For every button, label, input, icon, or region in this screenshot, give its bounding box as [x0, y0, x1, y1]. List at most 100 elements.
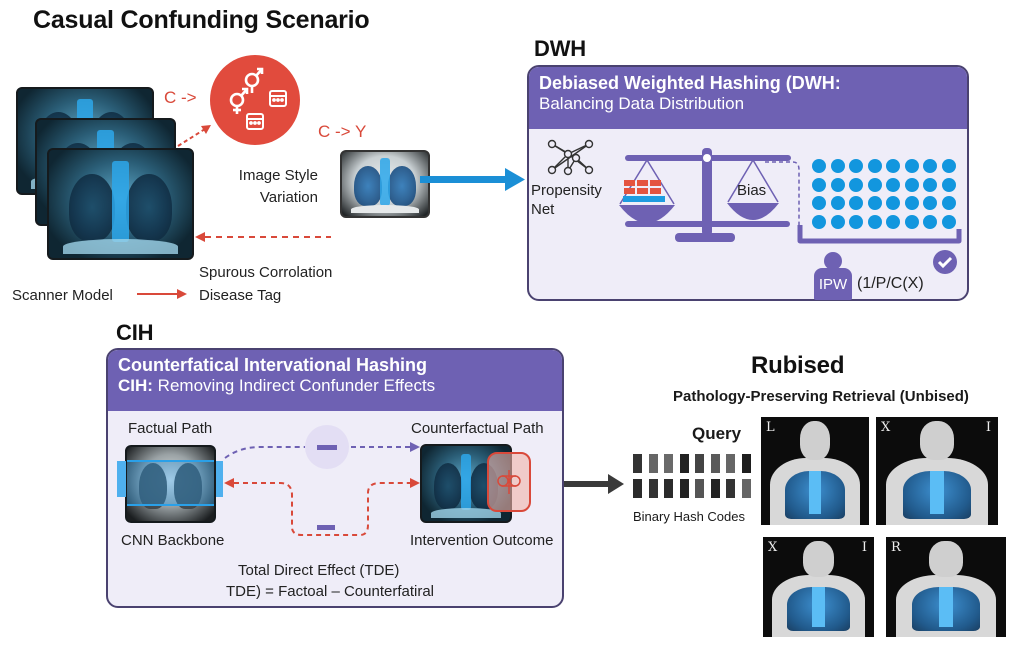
- sample-dot: [923, 196, 937, 210]
- retrieved-image[interactable]: R: [886, 537, 1006, 637]
- hash-bit: [633, 454, 642, 473]
- dot-grid-tray: [797, 225, 962, 244]
- query-label: Query: [692, 424, 742, 443]
- sample-dot: [830, 196, 845, 210]
- retrieved-image[interactable]: L: [761, 417, 869, 525]
- hash-bit: [726, 454, 735, 473]
- hash-bit: [741, 454, 751, 473]
- disease-tag-label: Disease Tag: [199, 287, 282, 304]
- propensity-net-icon: [547, 139, 594, 176]
- tde-formula: TDE) = Factoal – Counterfatiral: [226, 583, 435, 600]
- sample-dot: [867, 159, 882, 173]
- arrow-to-retrieval: [564, 474, 624, 494]
- cih-paths: [224, 425, 420, 536]
- gender-icon: [229, 87, 249, 114]
- hash-bit: [633, 479, 642, 498]
- sample-dot: [941, 159, 956, 173]
- sample-dot: [941, 214, 956, 229]
- xray-factual: [125, 445, 216, 523]
- image-corner-label: I: [861, 540, 867, 555]
- weight-blocks-icon: [624, 180, 661, 194]
- sample-dot: [867, 214, 882, 229]
- sample-dot: [904, 214, 919, 229]
- sample-dot: [849, 196, 863, 210]
- minus-icon: [317, 445, 337, 450]
- xray-outcome: [340, 150, 430, 218]
- cih-panel: Counterfatical Intervational Hashing CIH…: [106, 348, 564, 608]
- scanner-model-label: Scanner Model: [12, 287, 113, 304]
- retrieval-title: Rubised: [751, 352, 845, 379]
- hash-codes-label: Binary Hash Codes: [633, 509, 745, 524]
- sample-dot: [904, 177, 919, 192]
- image-corner-label: I: [985, 420, 991, 435]
- hash-bit: [695, 454, 704, 473]
- xray-stack-front: [47, 148, 194, 260]
- balance-scale-icon: [619, 148, 791, 242]
- ipw-weight-icon: IPW: [812, 252, 854, 300]
- retrieval-subtitle: Pathology-Preserving Retrieval (Unbised): [673, 388, 969, 405]
- sample-dot: [830, 159, 845, 173]
- confounder-circle: [210, 55, 300, 145]
- cih-section-label: CIH: [116, 320, 154, 345]
- cih-header-title: Counterfatical Intervational Hashing: [118, 355, 428, 375]
- cih-header: Counterfatical Intervational Hashing CIH…: [108, 350, 562, 411]
- hash-bit: [648, 454, 658, 473]
- sample-dot: [904, 159, 919, 173]
- sample-dot: [830, 177, 845, 192]
- sample-dot: [812, 177, 826, 192]
- gender-icon: [244, 67, 264, 93]
- sample-dot: [812, 214, 826, 229]
- sample-dot: [886, 196, 900, 210]
- sample-dot: [923, 177, 937, 192]
- c-arrow-label: C ->: [164, 88, 197, 107]
- sample-dot: [830, 214, 845, 229]
- sample-dot: [886, 177, 900, 192]
- calendar-icon: [269, 90, 287, 107]
- calendar-icon: [246, 113, 264, 130]
- sample-dot: [886, 214, 900, 229]
- factual-bracket-right: [216, 461, 223, 497]
- propensity-net-label: Propensity Net: [531, 182, 602, 218]
- sample-dot: [812, 196, 826, 210]
- hash-bit: [710, 479, 720, 498]
- dwh-section-label: DWH: [534, 36, 586, 61]
- bias-label: Bias: [737, 182, 767, 199]
- hash-bit: [664, 454, 673, 473]
- image-corner-label: L: [766, 420, 775, 435]
- cy-arrow-label: C -> Y: [318, 122, 367, 141]
- binary-hash-codes: [633, 454, 758, 504]
- hash-bit: [664, 479, 673, 498]
- sample-dot: [849, 159, 863, 173]
- image-corner-label: X: [768, 540, 778, 555]
- sample-dot: [941, 196, 956, 210]
- tde-title: Total Direct Effect (TDE): [238, 562, 400, 579]
- sample-dot: [849, 214, 863, 229]
- spurious-correlation-label: Spurous Corrolation: [199, 264, 333, 281]
- dot-grid: [800, 150, 960, 250]
- hash-bit: [710, 454, 720, 473]
- image-corner-label: X: [881, 420, 891, 435]
- intervention-highlight: [487, 452, 531, 512]
- dashed-connector: [765, 161, 800, 228]
- dwh-header-title: Debiased Weighted Hashing (DWH:: [539, 73, 841, 93]
- sample-dot: [849, 177, 863, 192]
- image-corner-label: R: [891, 540, 901, 555]
- hash-bit: [679, 479, 689, 498]
- sample-dot: [812, 159, 826, 173]
- check-icon: [933, 250, 957, 274]
- hash-bit: [679, 454, 689, 473]
- hash-bit: [695, 479, 704, 498]
- hash-bit: [741, 479, 751, 498]
- ipw-badge: IPW: [818, 276, 848, 293]
- dwh-header-subtitle: Balancing Data Distribution: [539, 94, 745, 113]
- scenario-title: Casual Confunding Scenario: [33, 6, 370, 34]
- cnn-backbone-label: CNN Backbone: [121, 532, 225, 549]
- sample-dot: [867, 196, 882, 210]
- factual-bracket-left: [117, 461, 126, 497]
- weight-base: [623, 196, 665, 202]
- sample-dot: [941, 177, 956, 192]
- cih-header-subtitle: CIH: Removing Indirect Confunder Effects: [118, 376, 436, 395]
- dashed-arrow-to-confounder: [177, 125, 211, 147]
